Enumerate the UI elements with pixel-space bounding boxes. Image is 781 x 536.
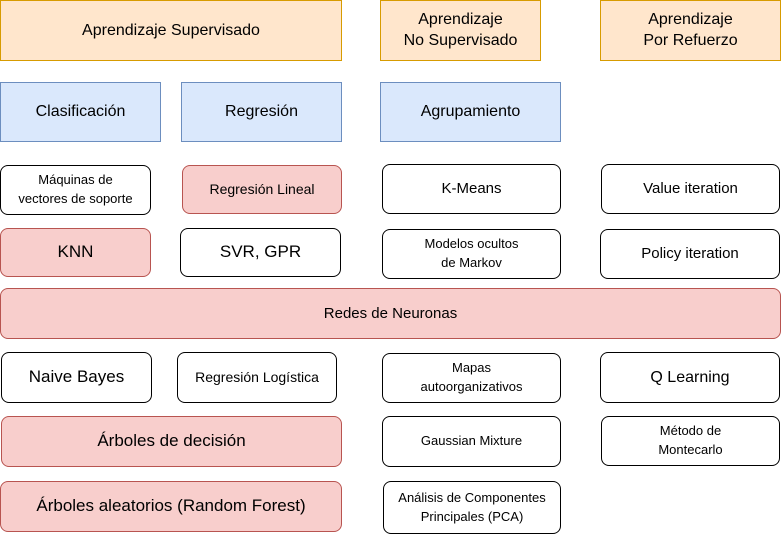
algo-hmm-line1: Modelos ocultos <box>424 236 519 252</box>
algo-svm-line1: Máquinas de <box>38 172 113 188</box>
algo-neural-networks: Redes de Neuronas <box>0 288 781 339</box>
algo-logistic-regression-label: Regresión Logística <box>195 369 319 386</box>
algo-value-iteration-label: Value iteration <box>643 180 738 198</box>
header-supervised: Aprendizaje Supervisado <box>0 0 342 61</box>
header-unsupervised-line1: Aprendizaje <box>418 10 503 28</box>
algo-knn: KNN <box>0 228 151 277</box>
header-supervised-label: Aprendizaje Supervisado <box>82 21 260 39</box>
algo-kmeans-label: K-Means <box>441 180 502 198</box>
algo-policy-iteration: Policy iteration <box>600 229 780 279</box>
algo-pca-line2: Principales (PCA) <box>420 508 524 524</box>
category-classification: Clasificación <box>0 82 161 142</box>
algo-neural-networks-label: Redes de Neuronas <box>323 304 458 322</box>
algo-monte-carlo-line2: Montecarlo <box>658 442 723 457</box>
algo-knn-label: KNN <box>57 242 94 262</box>
category-regression-label: Regresión <box>225 103 298 121</box>
algo-naive-bayes-label: Naive Bayes <box>28 367 125 387</box>
algo-hmm: Modelos ocultos de Markov <box>382 229 561 279</box>
algo-pca: Análisis de Componentes Principales (PCA… <box>383 481 561 534</box>
algo-svr-gpr: SVR, GPR <box>180 228 341 277</box>
category-regression: Regresión <box>181 82 342 142</box>
algo-q-learning-label: Q Learning <box>650 368 730 386</box>
algo-svm: Máquinas de vectores de soporte <box>0 165 151 215</box>
algo-gaussian-mixture-label: Gaussian Mixture <box>420 433 523 449</box>
header-reinforcement: Aprendizaje Por Refuerzo <box>600 0 781 61</box>
algo-gaussian-mixture: Gaussian Mixture <box>382 416 561 467</box>
algo-monte-carlo: Método de Montecarlo <box>601 416 780 466</box>
header-reinforcement-line2: Por Refuerzo <box>643 31 738 49</box>
header-unsupervised-line2: No Supervisado <box>403 31 518 49</box>
category-clustering-label: Agrupamiento <box>420 103 521 121</box>
algo-som-line2: autoorganizativos <box>420 379 523 394</box>
algo-kmeans: K-Means <box>382 164 561 214</box>
algo-som: Mapas autoorganizativos <box>382 353 561 403</box>
algo-decision-trees-label: Árboles de decisión <box>97 431 246 451</box>
header-unsupervised: Aprendizaje No Supervisado <box>380 0 541 61</box>
algo-hmm-line2: de Markov <box>441 255 502 270</box>
algo-pca-line1: Análisis de Componentes <box>398 489 546 505</box>
algo-logistic-regression: Regresión Logística <box>177 352 337 403</box>
algo-linear-regression-label: Regresión Lineal <box>209 181 315 198</box>
header-reinforcement-line1: Aprendizaje <box>648 10 733 28</box>
algo-decision-trees: Árboles de decisión <box>1 416 342 467</box>
algo-q-learning: Q Learning <box>600 352 780 403</box>
algo-monte-carlo-line1: Método de <box>659 423 722 439</box>
algo-linear-regression: Regresión Lineal <box>182 165 342 214</box>
algo-value-iteration: Value iteration <box>601 164 780 214</box>
algo-policy-iteration-label: Policy iteration <box>641 245 739 263</box>
algo-svr-gpr-label: SVR, GPR <box>219 242 302 262</box>
algo-svm-line2: vectores de soporte <box>18 191 133 206</box>
algo-naive-bayes: Naive Bayes <box>1 352 152 403</box>
algo-random-forest: Árboles aleatorios (Random Forest) <box>0 481 342 532</box>
algo-som-line1: Mapas <box>451 360 492 376</box>
category-classification-label: Clasificación <box>35 103 126 121</box>
category-clustering: Agrupamiento <box>380 82 561 142</box>
algo-random-forest-label: Árboles aleatorios (Random Forest) <box>36 496 306 516</box>
